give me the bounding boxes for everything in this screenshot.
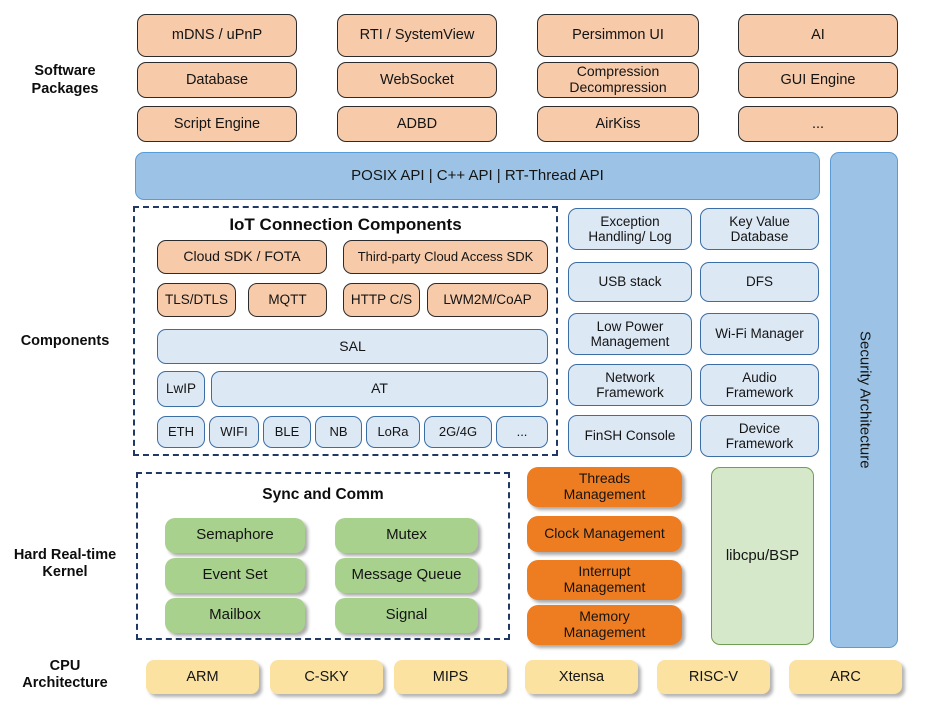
package-box[interactable]: mDNS / uPnP xyxy=(137,14,297,57)
package-box[interactable]: AI xyxy=(738,14,898,57)
kernel-sync-box[interactable]: Mutex xyxy=(335,518,478,553)
cpu-arch-box[interactable]: ARM xyxy=(146,660,259,694)
section-label-components: Components xyxy=(20,333,110,350)
kernel-management-box[interactable]: Interrupt Management xyxy=(527,560,682,600)
iot-lwip-box[interactable]: LwIP xyxy=(157,371,205,407)
section-label-software-packages: Software Packages xyxy=(31,63,99,97)
section-label-cpu: CPU Architecture xyxy=(22,657,108,691)
package-box[interactable]: GUI Engine xyxy=(738,62,898,98)
kernel-sync-box[interactable]: Mailbox xyxy=(165,598,305,633)
section-label-kernel: Hard Real-time Kernel xyxy=(13,546,117,580)
component-box[interactable]: Low Power Management xyxy=(568,313,692,355)
component-box[interactable]: Audio Framework xyxy=(700,364,819,406)
iot-box[interactable]: Cloud SDK / FOTA xyxy=(157,240,327,274)
iot-link-box[interactable]: ... xyxy=(496,416,548,448)
component-box[interactable]: Network Framework xyxy=(568,364,692,406)
sync-and-comm-group: Sync and Comm xyxy=(136,472,510,640)
cpu-arch-box[interactable]: Xtensa xyxy=(525,660,638,694)
iot-link-box[interactable]: 2G/4G xyxy=(424,416,492,448)
cpu-arch-box[interactable]: ARC xyxy=(789,660,902,694)
component-box[interactable]: USB stack xyxy=(568,262,692,302)
iot-box[interactable]: HTTP C/S xyxy=(343,283,420,317)
kernel-sync-box[interactable]: Signal xyxy=(335,598,478,633)
kernel-management-box[interactable]: Threads Management xyxy=(527,467,682,507)
package-box[interactable]: Database xyxy=(137,62,297,98)
package-box[interactable]: Compression Decompression xyxy=(537,62,699,98)
cpu-arch-box[interactable]: RISC-V xyxy=(657,660,770,694)
kernel-sync-box[interactable]: Event Set xyxy=(165,558,305,593)
package-box[interactable]: ... xyxy=(738,106,898,142)
iot-box[interactable]: MQTT xyxy=(248,283,327,317)
package-box[interactable]: WebSocket xyxy=(337,62,497,98)
sync-group-title: Sync and Comm xyxy=(262,486,384,503)
libcpu-bsp-box[interactable]: libcpu/BSP xyxy=(711,467,814,645)
iot-sal-box[interactable]: SAL xyxy=(157,329,548,364)
component-box[interactable]: FinSH Console xyxy=(568,415,692,457)
package-box[interactable]: ADBD xyxy=(337,106,497,142)
iot-box[interactable]: Third-party Cloud Access SDK xyxy=(343,240,548,274)
iot-link-box[interactable]: NB xyxy=(315,416,362,448)
security-architecture-label: Security Architecture xyxy=(856,331,874,469)
component-box[interactable]: Key Value Database xyxy=(700,208,819,250)
package-box[interactable]: RTI / SystemView xyxy=(337,14,497,57)
package-box[interactable]: AirKiss xyxy=(537,106,699,142)
component-box[interactable]: Exception Handling/ Log xyxy=(568,208,692,250)
component-box[interactable]: DFS xyxy=(700,262,819,302)
security-architecture-bar: Security Architecture xyxy=(830,152,898,648)
kernel-sync-box[interactable]: Semaphore xyxy=(165,518,305,553)
iot-link-box[interactable]: WIFI xyxy=(209,416,259,448)
iot-box[interactable]: TLS/DTLS xyxy=(157,283,236,317)
iot-box[interactable]: LWM2M/CoAP xyxy=(427,283,548,317)
kernel-sync-box[interactable]: Message Queue xyxy=(335,558,478,593)
iot-link-box[interactable]: BLE xyxy=(263,416,311,448)
package-box[interactable]: Persimmon UI xyxy=(537,14,699,57)
package-box[interactable]: Script Engine xyxy=(137,106,297,142)
iot-link-box[interactable]: LoRa xyxy=(366,416,420,448)
iot-link-box[interactable]: ETH xyxy=(157,416,205,448)
iot-group-title: IoT Connection Components xyxy=(229,215,462,234)
cpu-arch-box[interactable]: C-SKY xyxy=(270,660,383,694)
kernel-management-box[interactable]: Memory Management xyxy=(527,605,682,645)
api-bar[interactable]: POSIX API | C++ API | RT-Thread API xyxy=(135,152,820,200)
iot-at-box[interactable]: AT xyxy=(211,371,548,407)
cpu-arch-box[interactable]: MIPS xyxy=(394,660,507,694)
component-box[interactable]: Device Framework xyxy=(700,415,819,457)
component-box[interactable]: Wi-Fi Manager xyxy=(700,313,819,355)
kernel-management-box[interactable]: Clock Management xyxy=(527,516,682,552)
iot-connection-group: IoT Connection Components xyxy=(133,206,558,456)
